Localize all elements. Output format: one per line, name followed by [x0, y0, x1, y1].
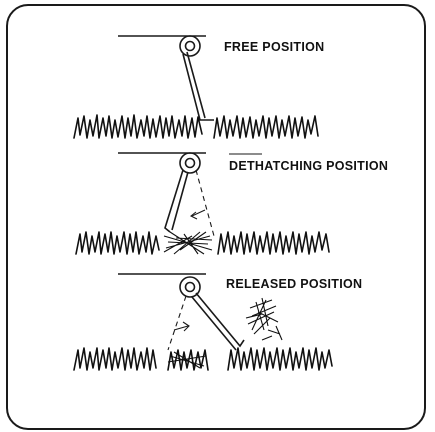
released-position-panel: RELEASED POSITION: [73, 273, 362, 371]
free-position-panel: FREE POSITION: [73, 35, 324, 139]
free-position-label: FREE POSITION: [224, 40, 324, 54]
pivot-wheel-icon: [179, 35, 201, 57]
dethatching-position-label: DETHATCHING POSITION: [229, 159, 388, 173]
thatch-clump: [163, 231, 213, 255]
motion-arrow-icon: [173, 321, 190, 332]
grass-row: [73, 114, 319, 139]
pivot-wheel-icon: [179, 276, 201, 298]
spring-tine: [182, 51, 214, 121]
released-position-label: RELEASED POSITION: [226, 277, 362, 291]
free-position-ghost: [195, 169, 215, 237]
motion-arrow-icon: [189, 209, 206, 220]
dethatching-position-panel: DETHATCHING POSITION: [75, 152, 388, 255]
grass-row: [75, 231, 330, 255]
flying-thatch: [245, 297, 283, 341]
grass-row: [73, 347, 333, 371]
thatch-debris: [167, 351, 207, 369]
diagram-frame: [6, 4, 426, 430]
pivot-wheel-icon: [179, 152, 201, 174]
dethatching-position-ghost: [167, 295, 187, 351]
spring-tine: [164, 169, 189, 233]
spring-tine: [191, 292, 245, 351]
